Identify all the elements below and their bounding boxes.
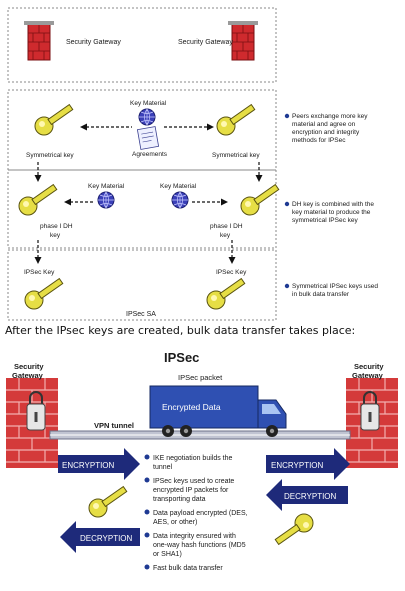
- globe-right-icon: [171, 191, 189, 209]
- ipsec-sa-label: IPSec SA: [126, 311, 156, 318]
- vpn-tunnel-label: VPN tunnel: [94, 421, 134, 430]
- gateway-frame: [7, 7, 277, 83]
- decryption-left-label: DECRYPTION: [80, 534, 133, 543]
- bullet3-line1: Data payload encrypted (DES,: [153, 510, 248, 517]
- key-right-icon: [216, 104, 256, 136]
- bullet2-line3: transporting data: [153, 496, 206, 503]
- note1-line4: methods for IPSec: [292, 137, 346, 144]
- bullet2-line2: encrypted IP packets for: [153, 487, 229, 494]
- note3-line2: in bulk data transfer: [292, 291, 350, 298]
- truck-label: Encrypted Data: [162, 402, 221, 412]
- encryption-left-label: ENCRYPTION: [62, 461, 115, 470]
- bullet1-line2: tunnel: [153, 464, 173, 471]
- gateway-left-line1: Security: [14, 362, 44, 371]
- caption-text: After the IPsec keys are created, bulk d…: [5, 324, 356, 337]
- gateway-left-label: Security Gateway: [66, 39, 121, 46]
- note2-line1: DH key is combined with the: [292, 201, 374, 208]
- decryption-right-label: DECRYPTION: [284, 492, 337, 501]
- note1-line2: material and agree on: [292, 121, 356, 128]
- gateway-right-line2: Gateway: [352, 371, 384, 380]
- lock-right-icon: [360, 391, 380, 431]
- phase-right-line1: phase I DH: [210, 223, 243, 230]
- encryption-arrow-right: [266, 448, 350, 480]
- sym-key-right-label: Symmetrical key: [212, 152, 260, 159]
- bullet1-line1: IKE negotiation builds the: [153, 455, 232, 462]
- bullet4-line3: or SHA1): [153, 551, 182, 558]
- key-material-right-label: Key Material: [160, 183, 197, 190]
- agreements-document-icon: [136, 126, 160, 150]
- phase-left-line1: phase I DH: [40, 223, 73, 230]
- gateway-right-label: Security Gateway: [178, 39, 233, 46]
- globe-left-icon: [97, 191, 115, 209]
- note3-bullet: [284, 283, 290, 289]
- bulk-key-right-icon: [274, 513, 314, 545]
- note3-line1: Symmetrical IPSec keys used: [292, 283, 378, 290]
- gateway-right-line1: Security: [354, 362, 384, 371]
- ipsec-key-right-icon: [206, 278, 246, 310]
- agreements-label: Agreements: [132, 151, 168, 158]
- note1-bullet: [284, 113, 290, 119]
- ipsec-key-left-label: IPSec Key: [24, 269, 55, 276]
- bullet4-line2: one-way hash functions (MD5: [153, 542, 246, 549]
- bullet3-line2: AES, or other): [153, 519, 197, 526]
- globe-center-icon: [138, 108, 156, 126]
- ipsec-sa-frame: [7, 249, 277, 321]
- bullet2-line1: IPSec keys used to create: [153, 478, 234, 485]
- phase-right-line2: key: [220, 232, 231, 239]
- phase-left-line2: key: [50, 232, 61, 239]
- note2-line2: key material to produce the: [292, 209, 371, 216]
- bullet-list: IKE negotiation builds the tunnel IPSec …: [144, 454, 248, 572]
- ipsec-key-left-icon: [24, 278, 64, 310]
- key-material-left-label: Key Material: [88, 183, 125, 190]
- key-material-center-label: Key Material: [130, 100, 167, 107]
- decryption-arrow-left: [60, 521, 140, 553]
- dh-frame: [7, 169, 277, 249]
- ipsec-key-right-label: IPSec Key: [216, 269, 247, 276]
- key-left-icon: [34, 104, 74, 136]
- dh-key-right-icon: [240, 184, 280, 216]
- bottom-diagram: IPSec Security Gateway Security Gateway …: [5, 350, 399, 572]
- note1-line3: encryption and integrity: [292, 129, 360, 136]
- note2-bullet: [284, 201, 290, 207]
- bullet5-line1: Fast bulk data transfer: [153, 565, 223, 572]
- ipsec-title: IPSec: [164, 350, 199, 365]
- note1-line1: Peers exchange more key: [292, 113, 368, 120]
- bullet4-line1: Data integrity ensured with: [153, 533, 236, 540]
- firewall-left-icon: [23, 20, 55, 61]
- decryption-arrow-right: [266, 479, 348, 511]
- encryption-right-label: ENCRYPTION: [271, 461, 324, 470]
- note2-line3: symmetrical IPSec key: [292, 217, 358, 224]
- sym-key-left-label: Symmetrical key: [26, 152, 74, 159]
- ipsec-packet-label: IPSec packet: [178, 373, 223, 382]
- truck-icon: [149, 385, 287, 437]
- top-diagram: Security Gateway Security Gateway Symmet…: [7, 7, 378, 321]
- bulk-key-left-icon: [88, 486, 128, 518]
- dh-key-left-icon: [18, 184, 58, 216]
- encryption-arrow-left: [58, 448, 140, 480]
- lock-left-icon: [26, 391, 46, 431]
- gateway-left-line2: Gateway: [12, 371, 44, 380]
